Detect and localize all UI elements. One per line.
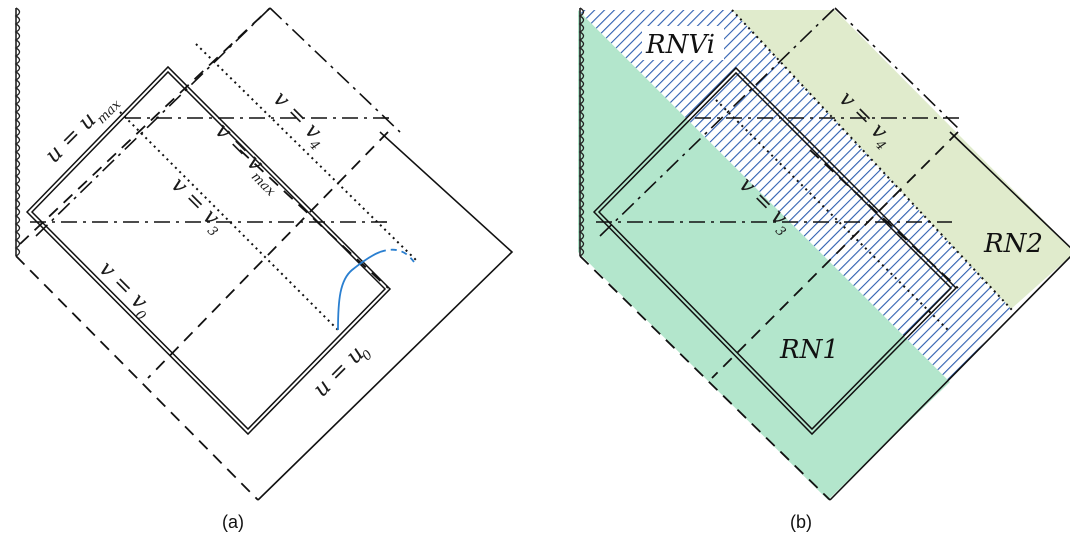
label-v0-a: v = v 0 <box>94 257 153 324</box>
panel-a: u = u max v = v max v = v 4 v = v 3 v = … <box>15 7 514 501</box>
double-rect-inner-a <box>30 70 387 431</box>
panel-b: RNVi RN1 RN2 v = v 4 v = v 3 <box>578 7 1070 501</box>
region-rn1 <box>578 10 950 500</box>
double-rect-outer-a <box>25 65 392 436</box>
caption-a: (a) <box>222 512 244 532</box>
dashdot-lines-a <box>30 7 401 237</box>
dashdot-lines-b <box>596 7 961 237</box>
blue-curve-a <box>337 251 381 331</box>
svg-text:v = v: v = v <box>268 87 327 146</box>
blue-curve-dashed-a <box>379 248 415 263</box>
label-rnvi: RNVi <box>645 30 715 60</box>
region-rnvi <box>578 10 1012 382</box>
rnvi-label-bg <box>642 26 724 60</box>
dotted-lines-b <box>715 9 1013 331</box>
label-v3-a: v = v 3 <box>166 173 225 240</box>
region-rn2 <box>732 10 1070 310</box>
double-rect-outer-b <box>592 66 958 436</box>
dotted-lines-a <box>119 43 419 331</box>
caption-b: (b) <box>790 512 812 532</box>
svg-text:u = u: u = u <box>41 108 102 169</box>
label-v-max: v = v max <box>210 119 279 200</box>
svg-text:u = u: u = u <box>309 342 370 403</box>
label-rn2: RN2 <box>983 229 1043 259</box>
double-rect-inner-b <box>597 71 953 431</box>
svg-text:v = v: v = v <box>94 257 153 316</box>
label-rn1: RN1 <box>779 335 839 365</box>
outer-boundary-b <box>829 131 1070 501</box>
outer-boundary-a <box>257 131 514 501</box>
dashed-lines-a <box>15 7 389 501</box>
